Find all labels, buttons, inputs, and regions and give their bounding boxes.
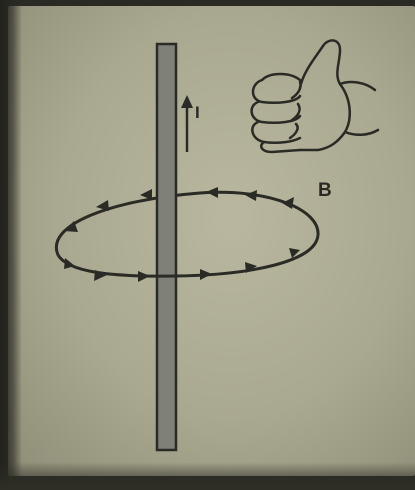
field-arrow-10 <box>200 269 212 280</box>
field-arrow-4 <box>140 189 152 200</box>
current-arrow <box>181 95 193 152</box>
field-direction-arrows <box>64 187 300 282</box>
field-arrow-9 <box>138 271 150 282</box>
field-arrow-3 <box>206 187 218 198</box>
field-arrow-11 <box>245 262 257 273</box>
field-arrow-5 <box>96 200 109 211</box>
field-arrow-1 <box>282 197 294 209</box>
field-arrow-2 <box>245 190 257 201</box>
page-bottom-shadow <box>0 462 415 490</box>
current-label: I <box>195 103 200 122</box>
field-loop-front <box>56 234 320 278</box>
field-arrow-8 <box>94 270 107 281</box>
book-page <box>8 6 415 476</box>
page-shadow-edge <box>0 0 22 490</box>
current-wire <box>155 42 178 452</box>
field-arrow-6 <box>64 221 78 232</box>
field-label: B <box>318 180 332 201</box>
right-hand-thumb-up-icon <box>250 39 380 154</box>
field-loop-back <box>54 190 320 256</box>
field-arrow-12 <box>289 248 300 258</box>
field-arrow-7 <box>64 258 75 269</box>
